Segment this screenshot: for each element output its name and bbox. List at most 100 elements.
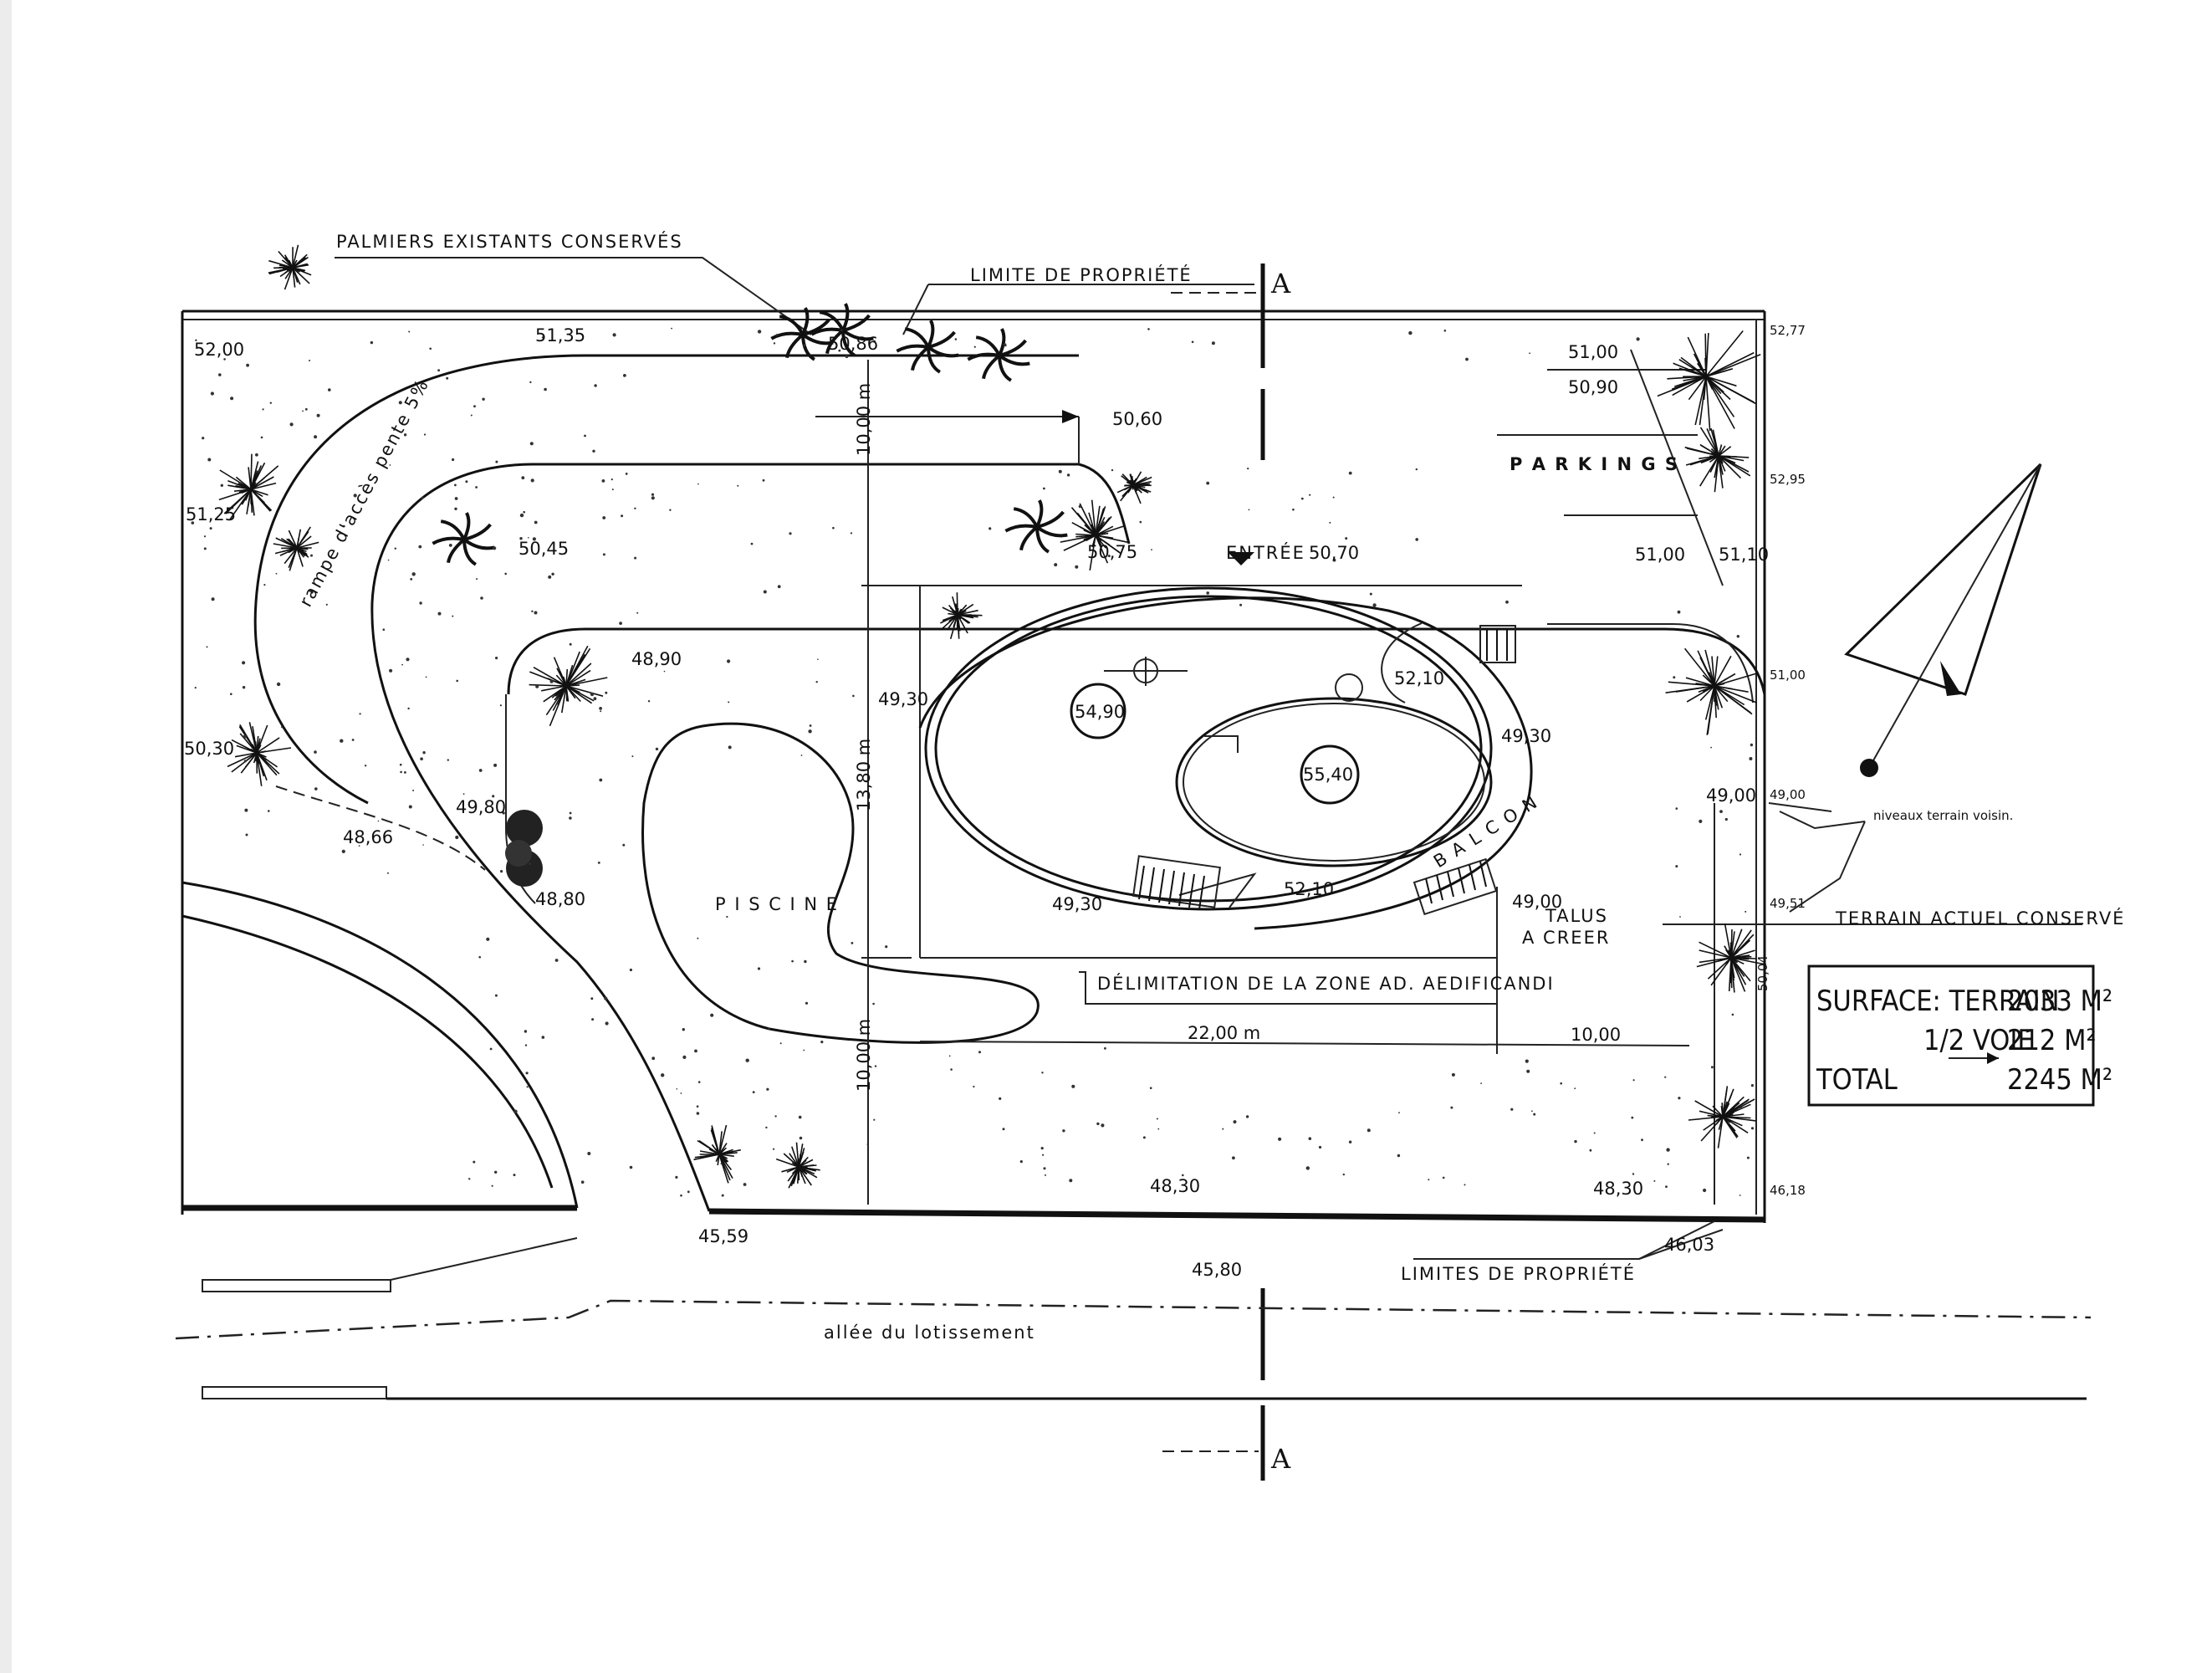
scan-edge xyxy=(0,0,12,1673)
label-limite-propriete: LIMITE DE PROPRIÉTÉ xyxy=(970,264,1193,285)
section-mark-top: A xyxy=(1270,268,1291,299)
dimension-13-80m: 13,80 m xyxy=(854,739,874,811)
stair-hatch xyxy=(1138,629,1508,910)
dimension-22m: 22,00 m xyxy=(1188,1023,1260,1043)
shrub-icon xyxy=(1688,1086,1756,1149)
palm-tree-icon xyxy=(810,303,874,357)
label-piscine: P I S C I N E xyxy=(715,894,839,914)
road-left xyxy=(181,785,579,1209)
level: 51,10 xyxy=(1719,545,1769,565)
leader-lines xyxy=(335,257,1866,1260)
surface-row3-label: TOTAL xyxy=(1816,1063,1898,1097)
entrance-marker-icon xyxy=(1228,552,1254,565)
level: 46,03 xyxy=(1664,1235,1714,1255)
level: 49,00 xyxy=(1706,785,1756,806)
level: 49,30 xyxy=(1052,894,1102,914)
level: 45,80 xyxy=(1192,1260,1242,1280)
label-talus: TALUS xyxy=(1545,906,1608,926)
edge-mark: 49,00 xyxy=(1770,787,1806,802)
label-limites-propriete: LIMITES DE PROPRIÉTÉ xyxy=(1401,1263,1636,1284)
shrub-icon xyxy=(775,1142,820,1189)
shrub-icon xyxy=(273,526,319,571)
level: 50,60 xyxy=(1112,409,1162,429)
surface-row1-label: SURFACE: TERRAIN xyxy=(1816,985,2060,1018)
edge-mark: 52,77 xyxy=(1770,323,1806,338)
label-entree: ENTRÉE xyxy=(1226,542,1305,563)
shrub-icon xyxy=(940,592,983,640)
level: 48,30 xyxy=(1150,1176,1200,1196)
edge-mark: 49,51 xyxy=(1770,896,1806,911)
level: 50,90 xyxy=(1568,377,1618,397)
palm-tree-icon xyxy=(967,328,1030,382)
shrub-icon xyxy=(693,1124,741,1184)
level: 50,70 xyxy=(1309,543,1359,563)
level: 48,90 xyxy=(631,649,682,669)
level: 51,25 xyxy=(186,504,236,524)
house-outline xyxy=(918,586,1754,930)
level: 52,10 xyxy=(1394,668,1444,688)
section-mark-bottom: A xyxy=(1270,1443,1291,1475)
shrub-icon xyxy=(529,645,608,727)
dimension-lines xyxy=(815,360,1690,1205)
access-ramp xyxy=(253,354,1131,1212)
level: 49,00 xyxy=(1512,892,1562,912)
street xyxy=(175,1237,2092,1400)
surface-row1-value: 2033 M² xyxy=(2007,985,2112,1018)
level: 50,45 xyxy=(519,539,569,559)
dimension-10m-bottom: 10,00 m xyxy=(854,1019,874,1092)
pool-outline xyxy=(641,722,1040,1044)
level: 51,35 xyxy=(535,325,585,345)
surface-row3-value: 2245 M² xyxy=(2007,1063,2112,1097)
level: 49,80 xyxy=(456,797,506,817)
level: 49,30 xyxy=(878,689,928,709)
shrub-icon xyxy=(1665,647,1759,735)
surface-row2-label: 1/2 VOIE xyxy=(1923,1024,2034,1057)
label-a-creer: A CREER xyxy=(1522,928,1610,948)
level: 55,40 xyxy=(1303,765,1353,785)
level: 48,30 xyxy=(1593,1179,1643,1199)
level: 49,30 xyxy=(1501,726,1551,746)
level: 54,90 xyxy=(1075,702,1125,722)
label-parkings: P A R K I N G S xyxy=(1510,454,1679,474)
shrub-icon xyxy=(218,453,279,520)
level: 50,86 xyxy=(828,334,878,354)
property-boundary xyxy=(181,310,1766,1223)
label-allee: allée du lotissement xyxy=(824,1323,1035,1343)
palm-tree-icon xyxy=(896,320,959,374)
talus-lines xyxy=(1663,802,2082,1205)
level: 50,75 xyxy=(1087,542,1137,562)
palm-tree-icon xyxy=(770,307,834,361)
label-niveaux-voisin: niveaux terrain voisin. xyxy=(1873,808,2013,823)
level: 50,30 xyxy=(184,739,234,759)
surface-table-box xyxy=(1807,964,2095,1107)
dimension-10m-right: 10,00 xyxy=(1571,1025,1621,1045)
shrub-icon xyxy=(1060,499,1128,571)
level: 45,59 xyxy=(698,1226,748,1246)
ground-texture xyxy=(191,327,1755,1197)
label-palmiers: PALMIERS EXISTANTS CONSERVÉS xyxy=(336,231,683,252)
shrub-icon xyxy=(268,244,312,290)
level-circle-5540 xyxy=(1300,744,1360,805)
level: 51,00 xyxy=(1635,545,1685,565)
level-circle-5490 xyxy=(1070,683,1126,739)
parking-lines xyxy=(1497,349,1724,586)
label-delimitation: DÉLIMITATION DE LA ZONE AD. AEDIFICANDI xyxy=(1097,973,1555,994)
north-arrow-icon xyxy=(1844,463,2042,777)
shrub-icon xyxy=(1657,330,1761,432)
palm-tree-icon xyxy=(1004,499,1068,554)
edge-mark: 50,04 xyxy=(1755,955,1770,991)
level: 48,80 xyxy=(535,889,585,909)
palm-tree-icon xyxy=(432,512,495,566)
trees xyxy=(218,244,1767,1189)
level: 52,10 xyxy=(1284,879,1334,899)
edge-mark: 52,95 xyxy=(1770,472,1806,487)
edge-mark: 51,00 xyxy=(1770,668,1806,683)
level: 52,00 xyxy=(194,340,244,360)
shrub-icon xyxy=(1684,427,1751,493)
level: 51,00 xyxy=(1568,342,1618,362)
shrub-icon xyxy=(1116,471,1152,504)
shrub-icon xyxy=(1696,923,1767,993)
label-terrain-actuel: TERRAIN ACTUEL CONSERVÉ xyxy=(1835,908,2125,929)
edge-mark: 46,18 xyxy=(1770,1183,1806,1198)
